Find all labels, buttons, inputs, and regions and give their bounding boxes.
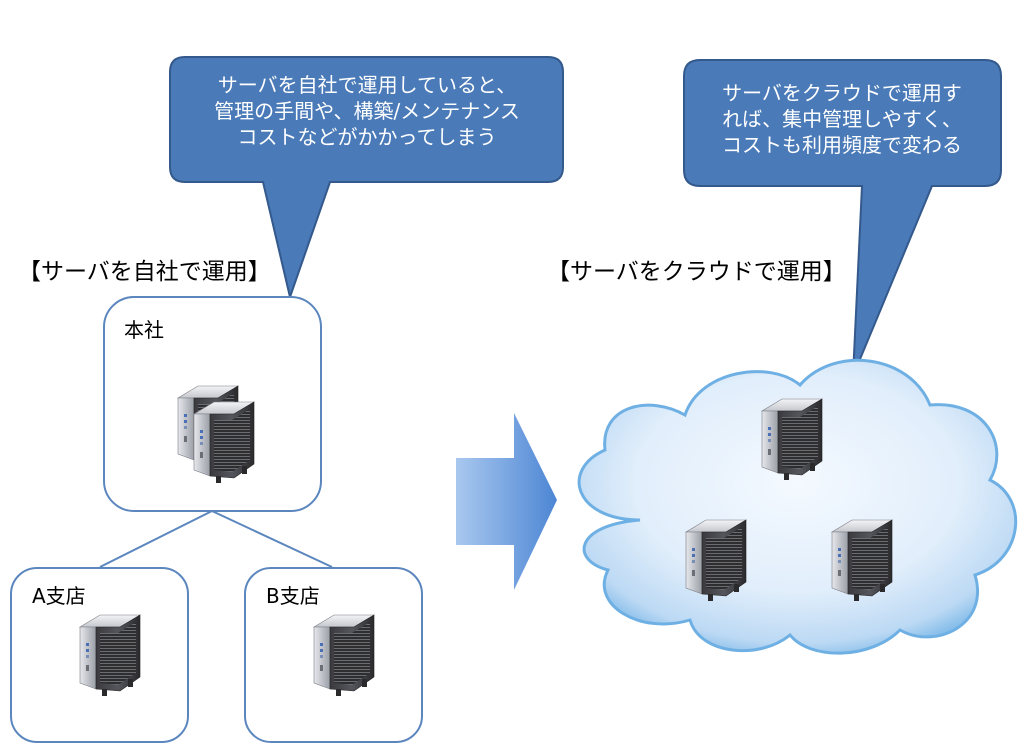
branch-b-label: B支店 (266, 584, 320, 608)
server-icon (79, 614, 141, 697)
server-icon (193, 401, 255, 484)
server-icon (313, 614, 375, 697)
server-icon (685, 519, 747, 602)
server-icon (831, 519, 893, 602)
hq-label: 本社 (124, 318, 164, 342)
right-section-heading: 【サーバをクラウドで運用】 (547, 259, 846, 285)
branch-a-label: A支店 (32, 584, 86, 608)
callout-left-text: サーバを自社で運用していると、 管理の手間や、構築/メンテナンス コストなどがか… (214, 73, 520, 149)
callout-right-bubble (683, 59, 1002, 377)
right-arrow-icon (456, 413, 557, 590)
callout-right-text: サーバをクラウドで運用す れば、集中管理しやすく、 コストも利用頻度で変わる (722, 81, 962, 157)
left-section-heading: 【サーバを自社で運用】 (18, 259, 271, 285)
server-icon (761, 398, 823, 481)
callout-left-bubble (169, 56, 564, 301)
connector-hq-b (211, 510, 333, 568)
connector-hq-a (99, 510, 213, 568)
